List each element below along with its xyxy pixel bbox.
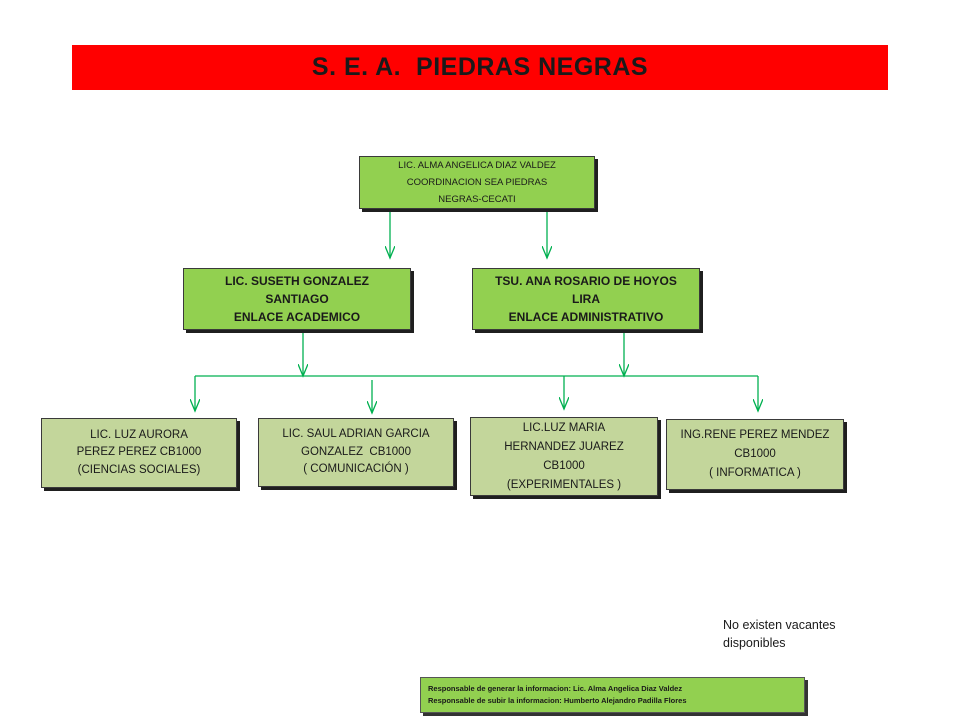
node-line: ENLACE ADMINISTRATIVO	[508, 310, 664, 324]
footer-line: Responsable de subir la informacion: Hum…	[428, 696, 687, 705]
node-line: COORDINACION SEA PIEDRAS	[406, 177, 548, 188]
node-line: (CIENCIAS SOCIALES)	[77, 463, 201, 476]
node-line: LIC. ALMA ANGELICA DIAZ VALDEZ	[398, 160, 556, 171]
org-node-social-sciences: LIC. LUZ AURORA PEREZ PEREZ CB1000 (CIEN…	[41, 418, 237, 488]
org-node-communication: LIC. SAUL ADRIAN GARCIA GONZALEZ CB1000 …	[258, 418, 454, 487]
org-node-experimental: LIC.LUZ MARIA HERNANDEZ JUAREZ CB1000 (E…	[470, 417, 658, 496]
node-line: NEGRAS-CECATI	[438, 194, 516, 205]
node-line: LIC.LUZ MARIA	[522, 421, 606, 434]
node-line: CB1000	[543, 459, 585, 472]
node-line: LIRA	[572, 292, 600, 306]
responsibility-footer: Responsable de generar la informacion: L…	[420, 677, 805, 713]
node-line: LIC. LUZ AURORA	[90, 428, 188, 441]
node-line: (EXPERIMENTALES )	[506, 478, 622, 491]
node-line: LIC. SUSETH GONZALEZ	[225, 274, 369, 288]
node-line: PEREZ PEREZ CB1000	[76, 446, 202, 459]
node-line: ( COMUNICACIÓN )	[303, 463, 409, 476]
page-title: S. E. A. PIEDRAS NEGRAS	[311, 53, 649, 81]
node-line: GONZALEZ CB1000	[301, 445, 411, 458]
node-line: ( INFORMATICA )	[709, 467, 801, 479]
node-line: ING.RENE PEREZ MENDEZ	[680, 429, 830, 441]
node-line: SANTIAGO	[265, 292, 329, 306]
vacancy-note: No existen vacantes disponibles	[723, 616, 893, 652]
footer-line: Responsable de generar la informacion: L…	[428, 684, 683, 693]
node-line: LIC. SAUL ADRIAN GARCIA	[282, 428, 430, 441]
node-line: ENLACE ACADEMICO	[233, 310, 361, 324]
org-node-admin-liaison: TSU. ANA ROSARIO DE HOYOS LIRA ENLACE AD…	[472, 268, 700, 330]
node-line: TSU. ANA ROSARIO DE HOYOS	[495, 274, 677, 288]
note-line: No existen vacantes	[723, 618, 836, 632]
title-banner: S. E. A. PIEDRAS NEGRAS	[72, 45, 888, 90]
org-node-academic-liaison: LIC. SUSETH GONZALEZ SANTIAGO ENLACE ACA…	[183, 268, 411, 330]
node-line: HERNANDEZ JUAREZ	[504, 440, 624, 453]
note-line: disponibles	[723, 636, 786, 650]
org-node-informatics: ING.RENE PEREZ MENDEZ CB1000 ( INFORMATI…	[666, 419, 844, 490]
org-node-coordinator: LIC. ALMA ANGELICA DIAZ VALDEZ COORDINAC…	[359, 156, 595, 209]
node-line: CB1000	[734, 448, 776, 460]
